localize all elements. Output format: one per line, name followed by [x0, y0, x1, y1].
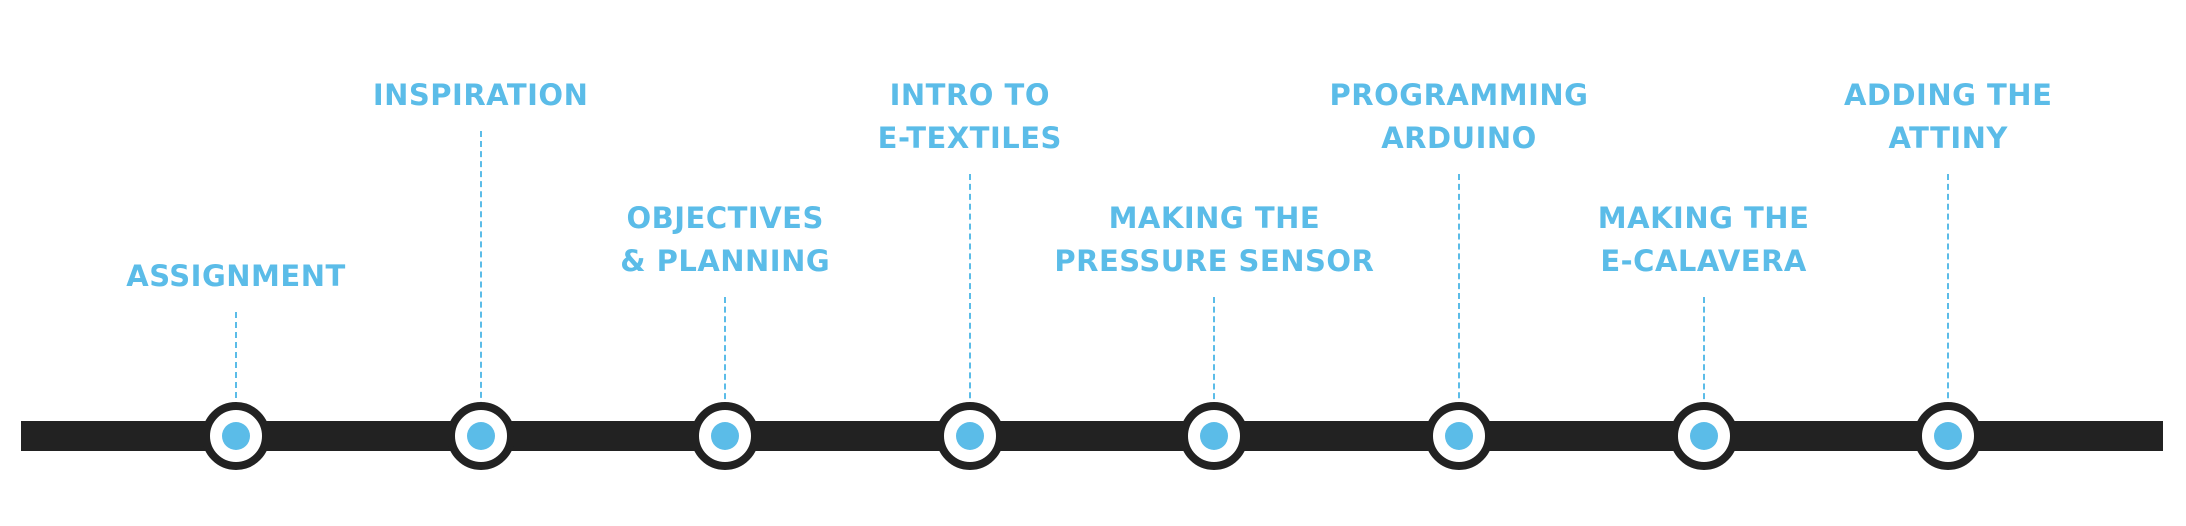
timeline-track — [21, 421, 2163, 451]
milestone-dot-icon — [1689, 422, 1718, 450]
milestone-label: ADDING THE ATTINY — [1843, 78, 2053, 155]
milestone-node — [446, 402, 515, 470]
milestone-node — [1914, 402, 1983, 470]
milestone-label: PROGRAMMING ARDUINO — [1329, 78, 1589, 155]
milestone-connector — [1947, 174, 1950, 428]
milestone-connector — [479, 131, 482, 428]
milestone-connector — [1458, 174, 1460, 428]
milestone-connector — [724, 297, 727, 428]
milestone-connector — [968, 174, 971, 428]
milestone-node — [202, 402, 270, 470]
milestone-dot-icon — [1445, 422, 1473, 450]
milestone-label: MAKING THE E-CALAVERA — [1597, 201, 1810, 278]
milestone-connector — [1213, 297, 1216, 428]
milestone-dot-icon — [955, 422, 984, 450]
milestone-connector — [1702, 297, 1705, 428]
milestone-node — [691, 402, 760, 470]
milestone-dot-icon — [222, 422, 250, 450]
milestone-node — [1669, 402, 1738, 470]
milestone-label: OBJECTIVES & PLANNING — [620, 201, 831, 278]
milestone-dot-icon — [1200, 422, 1229, 450]
milestone-node — [935, 402, 1004, 470]
milestone-label: INSPIRATION — [372, 78, 589, 112]
milestone-label: MAKING THE PRESSURE SENSOR — [1054, 201, 1375, 278]
milestone-label: INTRO TO E-TEXTILES — [877, 78, 1062, 155]
milestone-dot-icon — [1934, 422, 1963, 450]
milestone-label: ASSIGNMENT — [126, 259, 346, 293]
milestone-node — [1425, 402, 1493, 470]
milestone-dot-icon — [466, 422, 495, 450]
milestone-node — [1180, 402, 1249, 470]
milestone-dot-icon — [711, 422, 740, 450]
milestone-connector — [235, 312, 237, 428]
